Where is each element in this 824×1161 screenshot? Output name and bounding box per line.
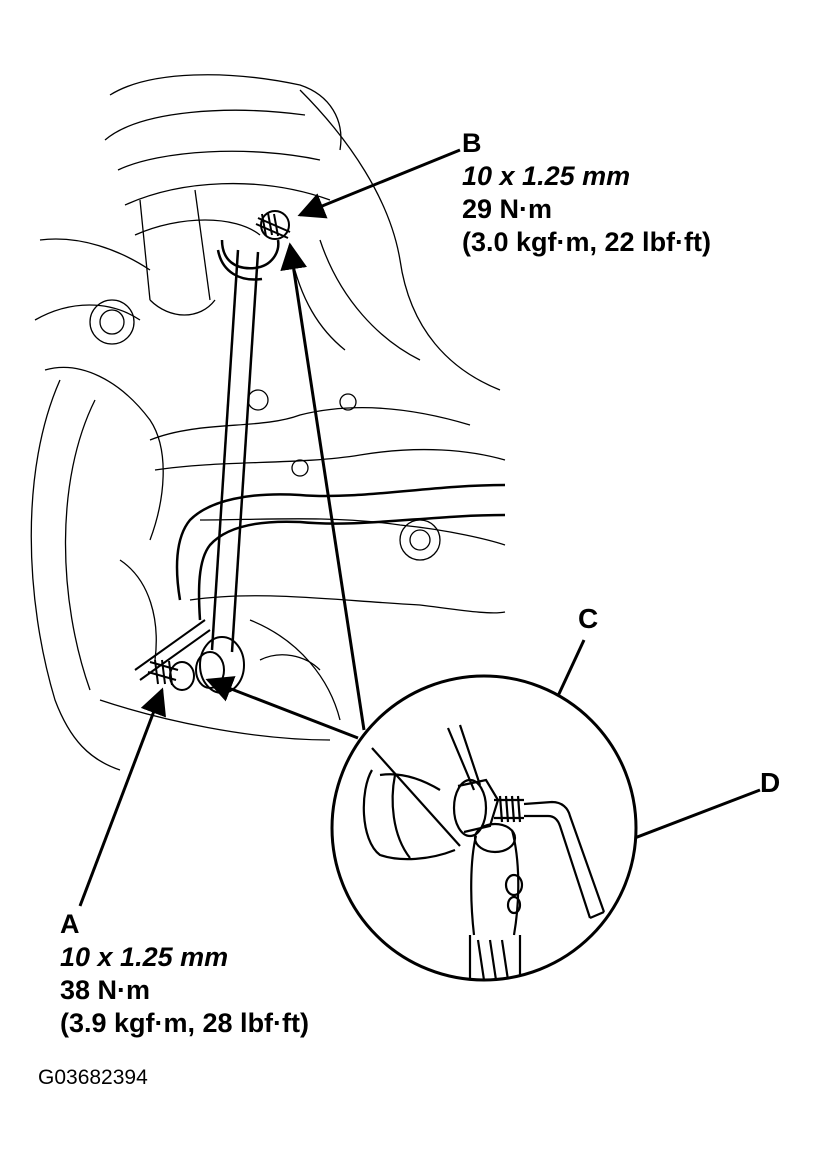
- callout-b-torque: 29 N·m: [462, 194, 553, 224]
- callout-b: B 10 x 1.25 mm 29 N·m (3.0 kgf·m, 22 lbf…: [462, 127, 711, 259]
- detail-zoom-circle: [330, 674, 638, 982]
- callout-a-torque-alt: (3.9 kgf·m, 28 lbf·ft): [60, 1008, 310, 1038]
- callout-a: A 10 x 1.25 mm 38 N·m (3.9 kgf·m, 28 lbf…: [60, 908, 309, 1040]
- callout-a-size: 10 x 1.25 mm: [60, 942, 229, 972]
- stabilizer-link: [210, 239, 280, 653]
- zoom-arrow-upper: [280, 242, 366, 731]
- callout-a-torque: 38 N·m: [60, 975, 151, 1005]
- zoom-arrow-lower: [205, 676, 359, 740]
- figure-id: G03682394: [38, 1066, 148, 1089]
- upper-bolt-b: [255, 210, 291, 240]
- lower-bolt-a: [134, 619, 245, 694]
- label-c: C: [578, 603, 599, 634]
- callout-b-size: 10 x 1.25 mm: [462, 161, 631, 191]
- label-d: D: [760, 767, 781, 798]
- callout-a-letter: A: [60, 909, 80, 939]
- callout-b-torque-alt: (3.0 kgf·m, 22 lbf·ft): [462, 227, 712, 257]
- suspension-background: [30, 74, 506, 771]
- callout-b-letter: B: [462, 128, 482, 158]
- arrow-to-a: [78, 687, 166, 907]
- arrow-to-b: [297, 148, 461, 219]
- stabilizer-bar: [175, 483, 506, 621]
